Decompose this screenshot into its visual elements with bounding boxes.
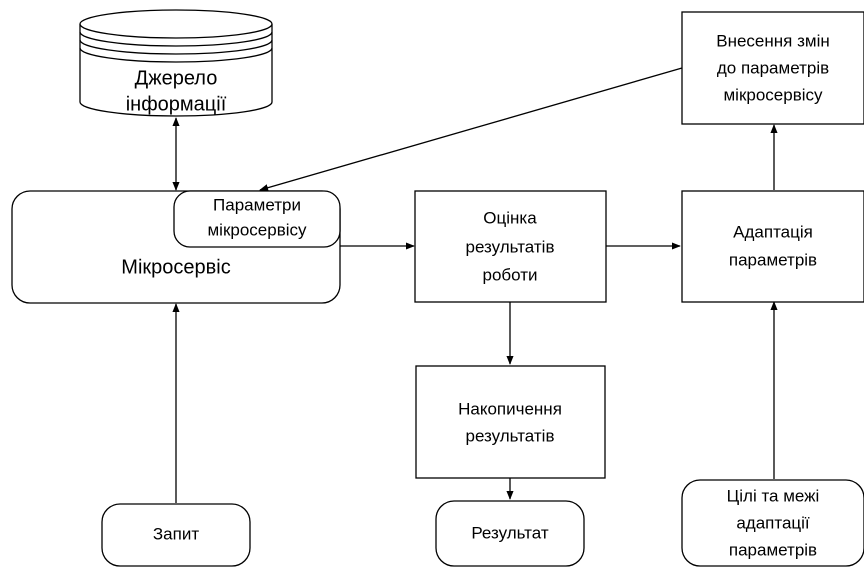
changes-label-line3: мікросервісу	[723, 85, 823, 104]
goals-label-line3: параметрів	[729, 540, 817, 559]
request-label: Запит	[153, 524, 199, 543]
edges	[172, 67, 778, 503]
goals-label-line1: Цілі та межі	[727, 486, 820, 505]
source-label-line1: Джерело	[135, 67, 218, 89]
source-database-node: Джерело інформації	[79, 9, 273, 117]
result-label: Результат	[471, 523, 549, 542]
result-node: Результат	[435, 500, 585, 567]
edge-changes-params	[259, 67, 683, 192]
accumulation-node: Накопичення результатів	[415, 365, 606, 479]
params-label-line1: Параметри	[213, 195, 301, 214]
accumulation-label-line2: результатів	[466, 426, 555, 445]
evaluation-label-line2: результатів	[466, 237, 555, 256]
evaluation-node: Оцінка результатів роботи	[414, 190, 607, 303]
accumulation-label-line1: Накопичення	[458, 399, 562, 418]
params-label-line2: мікросервісу	[207, 220, 307, 239]
changes-label-line2: до параметрів	[717, 58, 829, 77]
microservice-label: Мікросервіс	[121, 256, 230, 278]
adaptation-label-line1: Адаптація	[733, 222, 813, 241]
evaluation-label-line3: роботи	[482, 265, 537, 284]
params-node: Параметри мікросервісу	[173, 190, 341, 248]
goals-label-line2: адаптації	[736, 513, 810, 532]
adaptation-node: Адаптація параметрів	[681, 190, 864, 303]
goals-node: Цілі та межі адаптації параметрів	[681, 479, 864, 567]
changes-label-line1: Внесення змін	[716, 31, 830, 50]
changes-node: Внесення змін до параметрів мікросервісу	[681, 11, 864, 125]
adaptation-label-line2: параметрів	[729, 250, 817, 269]
evaluation-label-line1: Оцінка	[483, 208, 537, 227]
request-node: Запит	[101, 503, 251, 567]
source-label-line2: інформації	[126, 93, 227, 115]
